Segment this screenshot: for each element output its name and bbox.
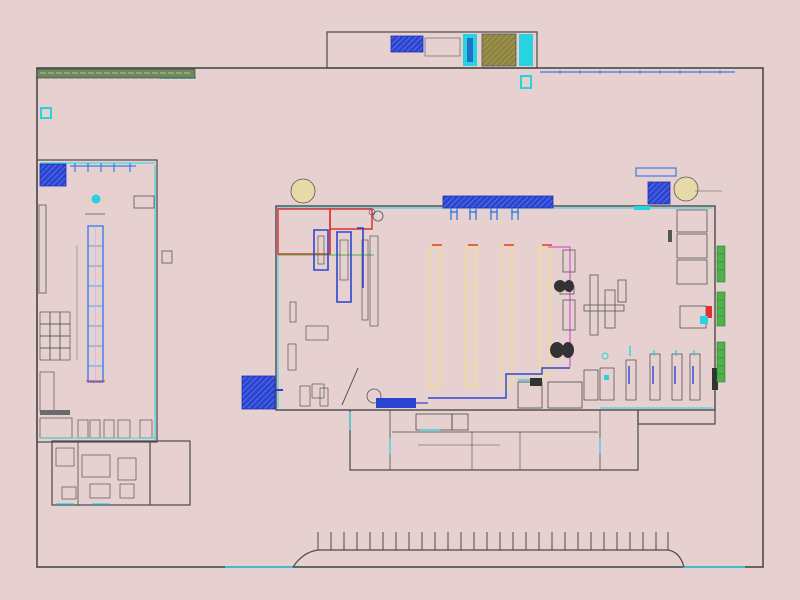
red-room <box>277 208 331 255</box>
red-room <box>329 208 373 230</box>
hatched-equipment-icon <box>241 375 276 410</box>
outer-building <box>36 67 764 568</box>
left-wing <box>36 159 173 443</box>
top-right-blue-strip <box>540 70 735 74</box>
loading-dock <box>292 532 685 568</box>
column-icon <box>91 194 101 204</box>
small-cyan-marker <box>40 107 52 119</box>
hatched-equipment-icon <box>647 181 671 205</box>
circular-tank-icon <box>673 176 699 202</box>
outer-cyan-openings <box>160 77 745 568</box>
main-hall <box>241 167 726 411</box>
hatched-equipment-icon <box>390 35 424 53</box>
office-block <box>51 440 191 506</box>
storage-racks <box>429 246 551 388</box>
conveyor-route <box>428 367 570 399</box>
hatched-equipment-icon <box>39 163 67 187</box>
hatched-equipment-icon <box>442 195 554 209</box>
hatched-equipment-icon <box>481 33 517 67</box>
top-annex <box>326 31 538 89</box>
bottom-annex <box>349 381 716 471</box>
outer-wall <box>36 67 764 568</box>
title-block-strip <box>36 68 196 79</box>
circular-tank-icon <box>290 178 316 204</box>
green-units <box>716 245 726 383</box>
